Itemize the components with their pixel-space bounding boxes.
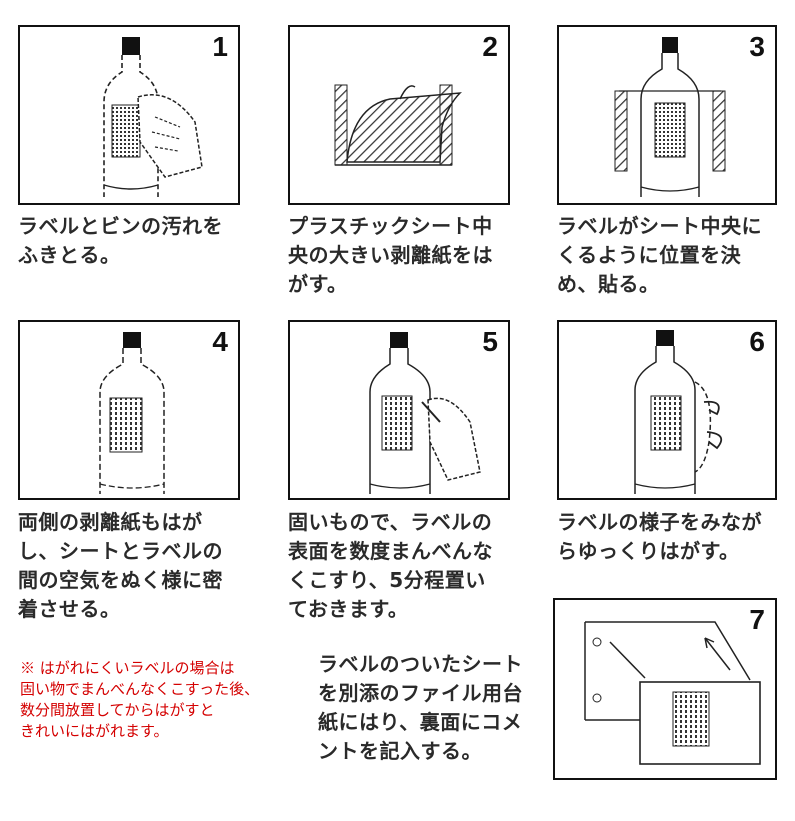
step-1-caption: ラベルとビンの汚れを ふきとる。 bbox=[18, 214, 223, 267]
file-mount-illustration bbox=[584, 621, 761, 765]
step-number: 6 bbox=[749, 326, 765, 357]
bottle-peel-off-illustration bbox=[634, 330, 723, 494]
step-6-panel: 6 bbox=[557, 320, 777, 500]
step-number: 4 bbox=[212, 326, 228, 357]
bottle-rub-illustration bbox=[369, 332, 481, 494]
step-4-panel: 4 bbox=[18, 320, 240, 500]
step-2-caption: プラスチックシート中 央の大きい剥離紙をは がす。 bbox=[288, 214, 493, 296]
step-2-panel: 2 bbox=[288, 25, 510, 205]
step-number: 5 bbox=[482, 326, 498, 357]
tip-note: ※ はがれにくいラベルの場合は 固い物でまんべんなくこすった後、 数分間放置して… bbox=[20, 659, 260, 740]
bottle-sheet-position-illustration bbox=[614, 37, 726, 197]
step-5-panel: 5 bbox=[288, 320, 510, 500]
step-7-panel: 7 bbox=[553, 598, 777, 780]
step-7-caption: ラベルのついたシート を別添のファイル用台 紙にはり、裏面にコメ ントを記入する… bbox=[318, 652, 523, 763]
step-4-caption: 両側の剥離紙もはが し、シートとラベルの 間の空気をぬく様に密 着させる。 bbox=[18, 510, 223, 621]
step-3-panel: 3 bbox=[557, 25, 777, 205]
step-number: 3 bbox=[749, 31, 765, 62]
sheet-peel-illustration bbox=[334, 84, 462, 166]
step-3-caption: ラベルがシート中央に くるように位置を決 め、貼る。 bbox=[557, 214, 762, 296]
bottle-wipe-illustration bbox=[103, 37, 203, 197]
step-6-caption: ラベルの様子をみなが らゆっくりはがす。 bbox=[557, 510, 762, 563]
step-number: 7 bbox=[749, 604, 765, 635]
step-5-caption: 固いもので、ラベルの 表面を数度まんべんな くこすり、5分程置い ておきます。 bbox=[288, 510, 493, 621]
bottle-press-illustration bbox=[99, 332, 165, 494]
step-number: 1 bbox=[212, 31, 228, 62]
step-number: 2 bbox=[482, 31, 498, 62]
step-1-panel: 1 bbox=[18, 25, 240, 205]
